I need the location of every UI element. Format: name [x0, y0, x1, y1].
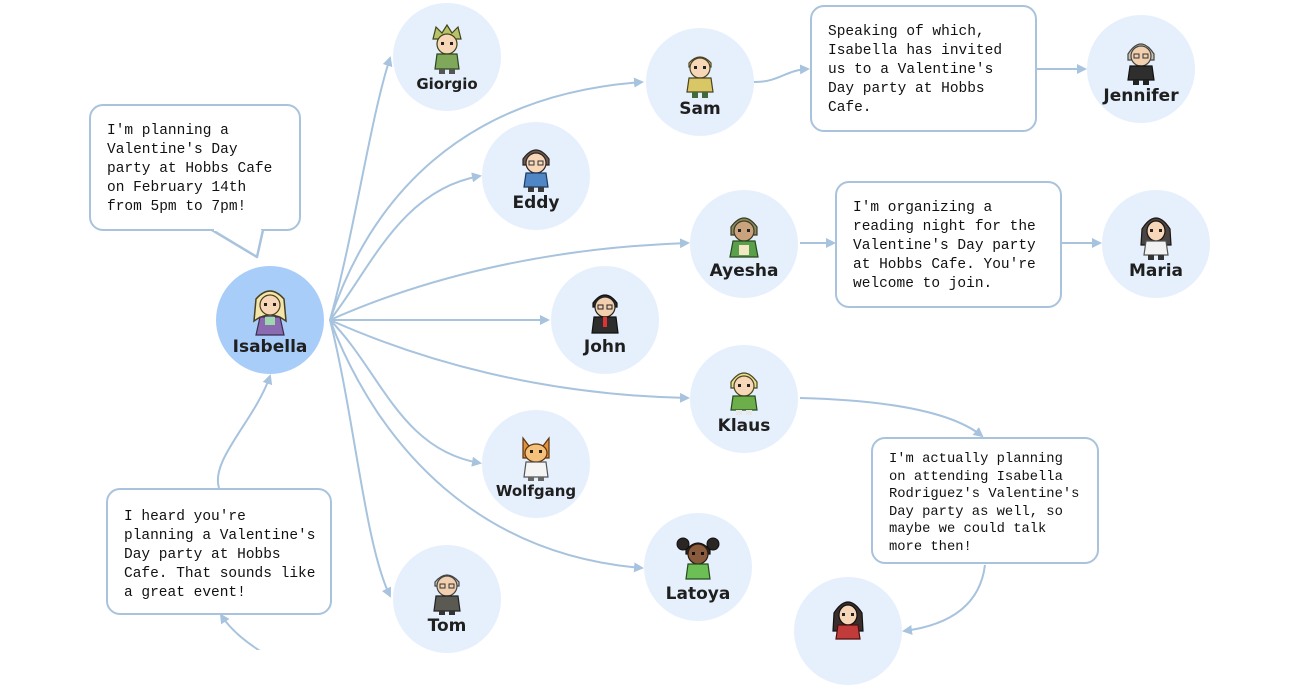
- node-label: Wolfgang: [495, 481, 577, 500]
- speech-bubble-tom: I heard you're planning a Valentine's Da…: [106, 488, 332, 615]
- node-eddy: Eddy: [482, 122, 590, 230]
- avatar-ayesha-icon: [729, 216, 759, 258]
- edge-sam-bubble: [753, 64, 810, 83]
- avatar-maria-icon: [1140, 216, 1172, 260]
- node-label: Klaus: [717, 415, 771, 436]
- node-jennifer: Jennifer: [1087, 15, 1195, 123]
- avatar-latoya-icon: [676, 537, 720, 580]
- speech-bubble-sam: Speaking of which, Isabella has invited …: [810, 5, 1037, 132]
- node-label: John: [583, 336, 627, 357]
- node-maria: Maria: [1102, 190, 1210, 298]
- speech-bubble-tail: [211, 227, 265, 259]
- edge-isabella-ayesha: [329, 238, 690, 321]
- speech-bubble-isabella: I'm planning a Valentine's Day party at …: [89, 104, 301, 231]
- node-sam: Sam: [646, 28, 754, 136]
- edge-isabella-klaus: [329, 319, 690, 403]
- avatar-isabella-icon: [253, 289, 287, 336]
- node-label: Tom: [427, 615, 467, 636]
- avatar-eddy-icon: [522, 148, 550, 192]
- avatar-wolfgang-icon: [522, 435, 550, 481]
- edge-bubble-girl: [902, 564, 986, 635]
- node-label: Isabella: [232, 336, 308, 357]
- edge-klaus-bubble: [799, 397, 984, 438]
- edge-isabella-tom: [329, 319, 391, 598]
- node-tom: Tom: [393, 545, 501, 653]
- edge-layer: [216, 56, 1102, 650]
- node-label: Maria: [1128, 260, 1184, 281]
- edge-tom-bubble-isabella: [216, 374, 273, 489]
- node-giorgio: Giorgio: [393, 3, 501, 111]
- node-klaus: Klaus: [690, 345, 798, 453]
- node-label: Latoya: [665, 583, 731, 604]
- node-label: Ayesha: [709, 260, 779, 281]
- node-label: Jennifer: [1103, 85, 1179, 106]
- avatar-girl-icon: [832, 601, 864, 640]
- edge-isabella-sam: [329, 77, 644, 321]
- avatar-jennifer-icon: [1127, 42, 1155, 85]
- node-label: Sam: [679, 98, 721, 119]
- edge-isabella-eddy: [329, 172, 482, 321]
- edge-offscreen-tom-bubble: [219, 613, 261, 650]
- node-partial-bottom: [794, 577, 902, 685]
- edge-isabella-giorgio: [329, 56, 393, 321]
- node-label: Giorgio: [416, 74, 478, 93]
- avatar-klaus-icon: [730, 371, 758, 415]
- edge-isabella-wolfgang: [329, 319, 482, 467]
- node-wolfgang: Wolfgang: [482, 410, 590, 518]
- edge-isabella-latoya: [329, 319, 644, 573]
- avatar-john-icon: [591, 293, 619, 334]
- node-ayesha: Ayesha: [690, 190, 798, 298]
- avatar-giorgio-icon: [432, 23, 462, 74]
- node-john: John: [551, 266, 659, 374]
- avatar-sam-icon: [686, 55, 714, 98]
- avatar-tom-icon: [433, 573, 461, 615]
- information-diffusion-diagram: Isabella Giorgio Eddy John: [89, 3, 1210, 685]
- node-latoya: Latoya: [644, 513, 752, 621]
- speech-bubble-ayesha: I'm organizing a reading night for the V…: [835, 181, 1062, 308]
- node-label: Eddy: [512, 192, 560, 213]
- speech-bubble-klaus: I'm actually planning on attending Isabe…: [871, 437, 1099, 564]
- node-isabella: Isabella: [216, 266, 324, 374]
